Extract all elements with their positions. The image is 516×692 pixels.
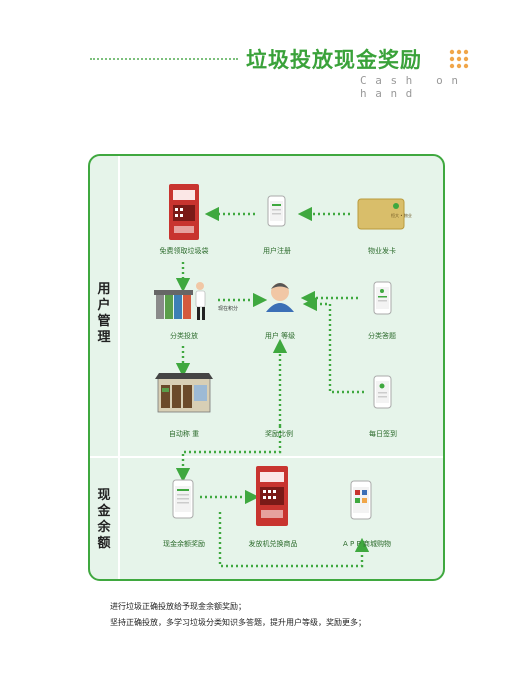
node-free-bags: 免费领取垃圾袋 <box>159 247 209 255</box>
vending-machine-icon <box>169 184 199 240</box>
user-avatar-icon <box>266 283 294 312</box>
title-dotted-rule <box>90 58 238 60</box>
phone-register-icon <box>267 195 286 227</box>
node-app-mall: A P P 商城购物 <box>343 540 391 548</box>
sorting-station-icon <box>155 373 213 413</box>
node-daily-checkin: 每日签到 <box>369 430 397 438</box>
node-auto-weigh: 自动称 重 <box>168 430 200 438</box>
page-title: 垃圾投放现金奖励 <box>246 48 422 72</box>
node-cash-reward: 现金余额奖励 <box>163 540 205 548</box>
person-disposing-icon <box>195 282 206 320</box>
points-bubble-label: 现在积分 <box>218 306 239 312</box>
exchange-machine-icon <box>256 466 288 526</box>
node-quiz: 分类答题 <box>368 332 396 340</box>
node-reward-ratio: 奖励比例 <box>265 430 293 438</box>
phone-app-mall-icon <box>350 480 372 520</box>
sorting-bins-icon <box>154 290 193 319</box>
node-machine-exchange: 发放机兑换商品 <box>248 540 298 548</box>
card-brand-text: 恒大 • 物业 <box>391 212 412 218</box>
phone-quiz-icon <box>373 281 392 315</box>
footer-line-1: 进行垃圾正确投放给予现金余额奖励； <box>110 602 246 611</box>
arrow-checkin-to-level <box>302 296 364 394</box>
page-subtitle: Cash on hand <box>360 74 467 100</box>
node-user-register: 用户注册 <box>263 247 291 255</box>
node-user-level: 用户 等级 <box>264 332 296 340</box>
arrow-machine-to-app <box>218 512 370 568</box>
footer-line-2: 坚持正确投放，多学习垃圾分类知识多答题，提升用户等级，奖励更多； <box>110 618 366 627</box>
section-label-cash-balance: 现金余额 <box>97 488 111 551</box>
section-label-user-management: 用户管理 <box>97 282 111 345</box>
property-card-icon: 恒大 • 物业 <box>357 198 412 230</box>
phone-checkin-icon <box>373 375 392 409</box>
phone-cash-icon <box>172 479 194 519</box>
node-property-card: 物业发卡 <box>368 247 396 255</box>
node-sort-disposal: 分类投放 <box>170 332 198 340</box>
